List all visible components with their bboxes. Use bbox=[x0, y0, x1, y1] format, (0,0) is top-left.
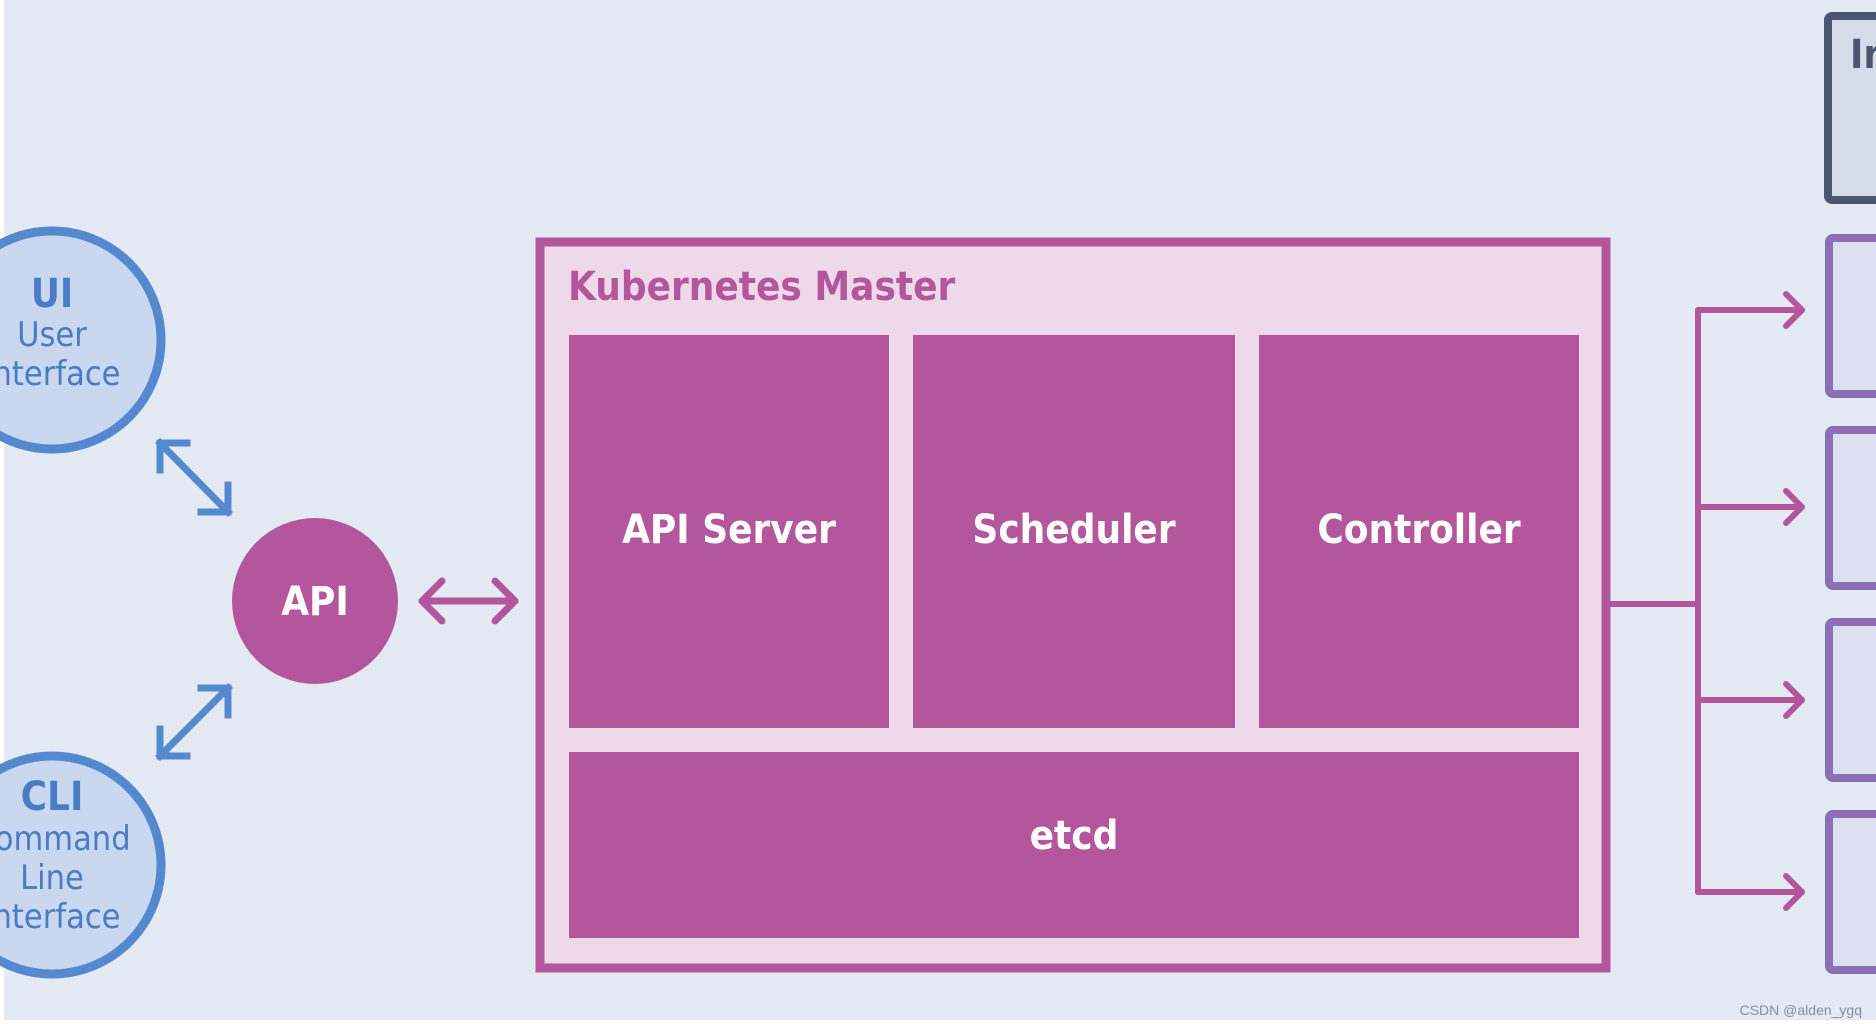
scheduler-box bbox=[913, 335, 1235, 728]
api-node: API bbox=[232, 518, 398, 684]
ui-client-line1: User bbox=[17, 315, 87, 355]
cli-client-line3: Interface bbox=[0, 897, 120, 937]
top-right-node-label: In bbox=[1850, 32, 1876, 78]
ui-client-circle bbox=[0, 226, 166, 454]
ui-client-line2: Interface bbox=[0, 354, 120, 394]
cli-client-line2: Line bbox=[20, 858, 84, 898]
etcd-box bbox=[569, 752, 1579, 938]
ui-client-node: UI User Interface bbox=[0, 226, 166, 454]
api-server-box bbox=[569, 335, 889, 728]
api-circle bbox=[232, 518, 398, 684]
worker-node-2 bbox=[1825, 426, 1876, 590]
controller-box bbox=[1259, 335, 1579, 728]
watermark: CSDN @alden_ygq bbox=[1739, 1002, 1862, 1018]
controller-label: Controller bbox=[1317, 507, 1521, 553]
node-arrow-3 bbox=[1695, 681, 1805, 719]
left-edge-strip bbox=[0, 0, 4, 1024]
bottom-strip bbox=[0, 1020, 1876, 1024]
node-arrow-1 bbox=[1695, 291, 1805, 329]
api-master-arrow bbox=[418, 577, 519, 625]
top-right-node-box bbox=[1824, 12, 1876, 204]
worker-node-3 bbox=[1825, 618, 1876, 782]
node-arrow-4 bbox=[1695, 873, 1805, 911]
master-title: Kubernetes Master bbox=[568, 264, 955, 310]
scheduler-label: Scheduler bbox=[972, 507, 1175, 553]
cli-client-line1: Command bbox=[0, 819, 131, 859]
worker-node-4 bbox=[1825, 810, 1876, 974]
cli-client-circle bbox=[0, 751, 166, 979]
kubernetes-master: Kubernetes Master API Server Scheduler C… bbox=[535, 237, 1611, 973]
master-node-connector bbox=[1607, 307, 1701, 895]
api-server-label: API Server bbox=[622, 507, 836, 553]
cli-api-arrow bbox=[155, 683, 233, 761]
cli-client-abbr: CLI bbox=[21, 774, 84, 820]
worker-node-1 bbox=[1825, 234, 1876, 398]
node-arrow-2 bbox=[1695, 488, 1805, 526]
ui-api-arrow bbox=[155, 438, 233, 517]
top-right-node: In bbox=[1824, 12, 1876, 204]
cli-client-node: CLI Command Line Interface bbox=[0, 751, 166, 979]
api-label: API bbox=[281, 579, 349, 625]
etcd-label: etcd bbox=[1030, 813, 1119, 859]
ui-client-abbr: UI bbox=[31, 271, 74, 317]
